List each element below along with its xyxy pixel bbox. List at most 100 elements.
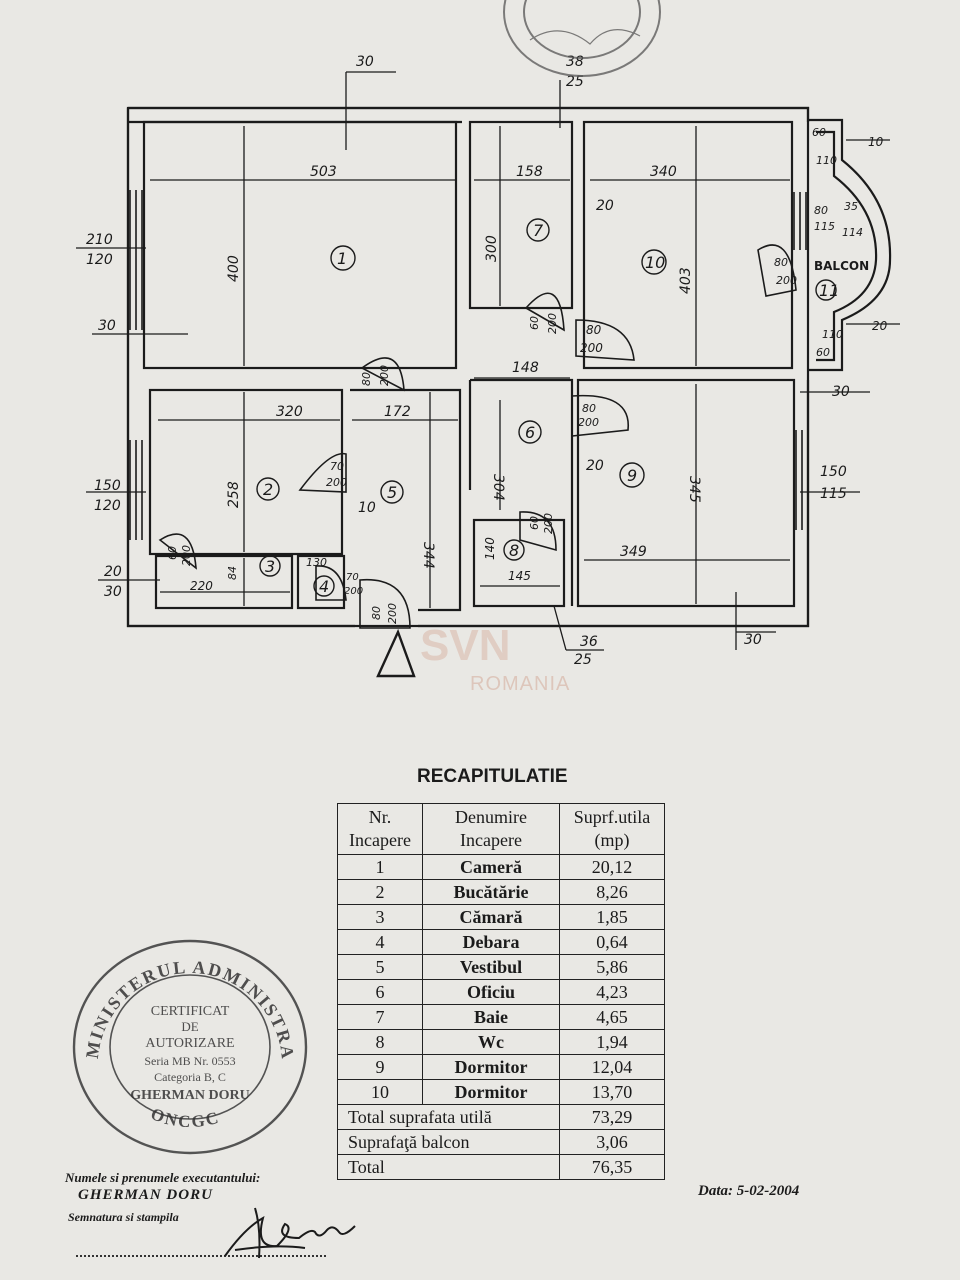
cell-name: Baie [422, 1004, 560, 1030]
dim-label: 200 [580, 341, 603, 355]
top-stamp-seal [503, 0, 661, 77]
dim-label: 60 [812, 126, 826, 139]
dim-label: 200 [344, 586, 363, 597]
dim-label: 110 [822, 328, 843, 341]
dim-label: 25 [574, 652, 592, 668]
room-number: 8 [509, 541, 519, 560]
room-5-outline [350, 388, 462, 612]
watermark-sub: ROMANIA [470, 673, 570, 695]
dim-label: 210 [86, 232, 113, 248]
stamp-line-4: Seria MB Nr. 0553 [144, 1054, 235, 1068]
dim-label: 80 [582, 402, 596, 415]
executant-name: GHERMAN DORU [78, 1187, 213, 1203]
room-1-outline [142, 120, 458, 370]
stamp-line-2: DE [181, 1019, 198, 1034]
dim-label: 30 [356, 54, 374, 70]
cell-nr: 10 [337, 1079, 423, 1105]
executant-label: Numele si prenumele executantului: [65, 1170, 261, 1185]
dim-label: 200 [386, 603, 399, 624]
room-7-outline [468, 120, 574, 310]
dimension-lines [76, 71, 900, 651]
dim-label: 320 [276, 404, 303, 420]
room-number: 10 [645, 253, 665, 272]
dim-label: 20 [586, 458, 604, 474]
cell-name: Wc [422, 1029, 560, 1055]
cell-name: Bucătărie [422, 879, 560, 905]
dim-label: 114 [842, 226, 863, 239]
dim-label: 80 [370, 606, 383, 620]
cell-nr: 9 [337, 1054, 423, 1080]
header-nr: Nr. Incapere [337, 803, 423, 855]
total-value: 3,06 [559, 1129, 665, 1155]
dim-label: 148 [512, 360, 539, 376]
dim-label: 120 [86, 252, 113, 268]
room-6-outline [468, 378, 574, 606]
dim-label: 403 [678, 267, 694, 294]
dim-label: 80 [814, 204, 828, 217]
cell-area: 4,65 [559, 1004, 665, 1030]
signature-dotted-line [76, 1255, 326, 1257]
dim-label: 30 [104, 584, 122, 600]
balcony-label: BALCON [814, 259, 869, 273]
watermark-logo: SVN [420, 621, 510, 670]
cell-name: Debara [422, 929, 560, 955]
cell-nr: 3 [337, 904, 423, 930]
cell-area: 4,23 [559, 979, 665, 1005]
stamp-line-6: GHERMAN DORU [130, 1088, 249, 1103]
dim-label: 80 [774, 256, 788, 269]
windows [129, 190, 809, 540]
cell-name: Dormitor [422, 1079, 560, 1105]
signature-label: Semnatura si stampila [68, 1210, 179, 1224]
dim-label: 10 [868, 135, 884, 149]
room-number: 6 [525, 423, 535, 442]
dim-label: 115 [820, 486, 847, 502]
dim-label: 258 [226, 481, 242, 508]
dim-label: 70 [330, 460, 344, 473]
dim-label: 349 [620, 544, 647, 560]
room-number: 5 [387, 483, 397, 502]
cell-nr: 7 [337, 1004, 423, 1030]
cell-area: 1,94 [559, 1029, 665, 1055]
room-number: 3 [265, 557, 275, 576]
dim-label: 60 [528, 516, 541, 530]
dim-label: 110 [816, 154, 837, 167]
room-number: 4 [319, 577, 329, 596]
cell-area: 1,85 [559, 904, 665, 930]
dim-label: 344 [420, 542, 436, 569]
cell-nr: 2 [337, 879, 423, 905]
dim-label: 400 [226, 255, 242, 282]
stamp-line-3: AUTORIZARE [145, 1036, 234, 1051]
dim-label: 84 [226, 566, 239, 580]
cell-nr: 8 [337, 1029, 423, 1055]
cell-area: 13,70 [559, 1079, 665, 1105]
dim-label: 20 [872, 319, 888, 333]
cell-area: 8,26 [559, 879, 665, 905]
room-9-outline [576, 378, 796, 608]
room-4-outline [296, 554, 346, 610]
cell-nr: 1 [337, 854, 423, 880]
dim-label: 220 [190, 579, 213, 593]
room-3-outline [154, 554, 294, 610]
document-date: Data: 5-02-2004 [698, 1183, 800, 1199]
outer-wall-frame [126, 106, 810, 628]
dim-label: 340 [650, 164, 677, 180]
dim-label: 300 [484, 235, 500, 262]
dim-label: 30 [744, 632, 762, 648]
dim-label: 172 [384, 404, 411, 420]
dim-label: 10 [358, 500, 376, 516]
dim-label: 150 [94, 478, 121, 494]
floor-plan: SVN ROMANIA 1 2 3 4 5 6 7 8 9 10 11 BALC… [76, 54, 900, 695]
cell-area: 12,04 [559, 1054, 665, 1080]
cell-name: Cămară [422, 904, 560, 930]
dim-label: 145 [508, 569, 531, 583]
dim-label: 304 [490, 474, 506, 501]
